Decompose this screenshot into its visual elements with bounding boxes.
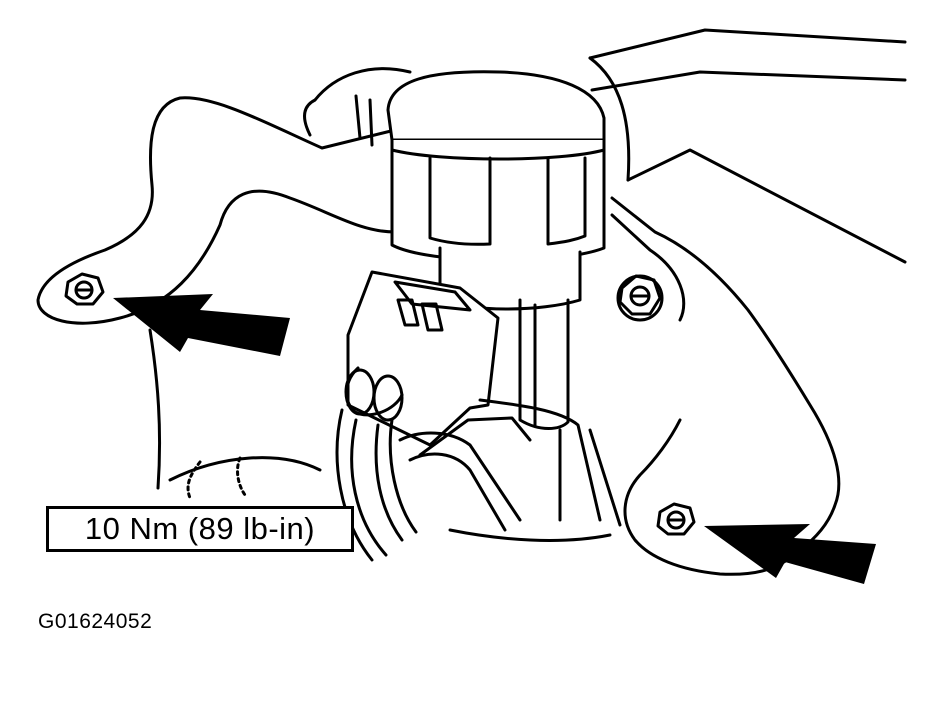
right-mounting-bolt (656, 502, 696, 536)
center-mounting-bolt (616, 274, 664, 322)
upper-housing (303, 67, 412, 137)
figure-id-label: G01624052 (38, 610, 153, 633)
engine-housing (588, 28, 907, 264)
left-mounting-bolt (64, 272, 105, 306)
wiring-harness (335, 398, 622, 562)
torque-spec-label: 10 Nm (89 lb-in) (46, 506, 354, 552)
right-arrow-icon (704, 524, 876, 584)
electrical-connector (344, 270, 500, 447)
solenoid-valve (354, 70, 606, 430)
lower-housing (168, 456, 612, 542)
left-arrow-icon (113, 294, 290, 356)
